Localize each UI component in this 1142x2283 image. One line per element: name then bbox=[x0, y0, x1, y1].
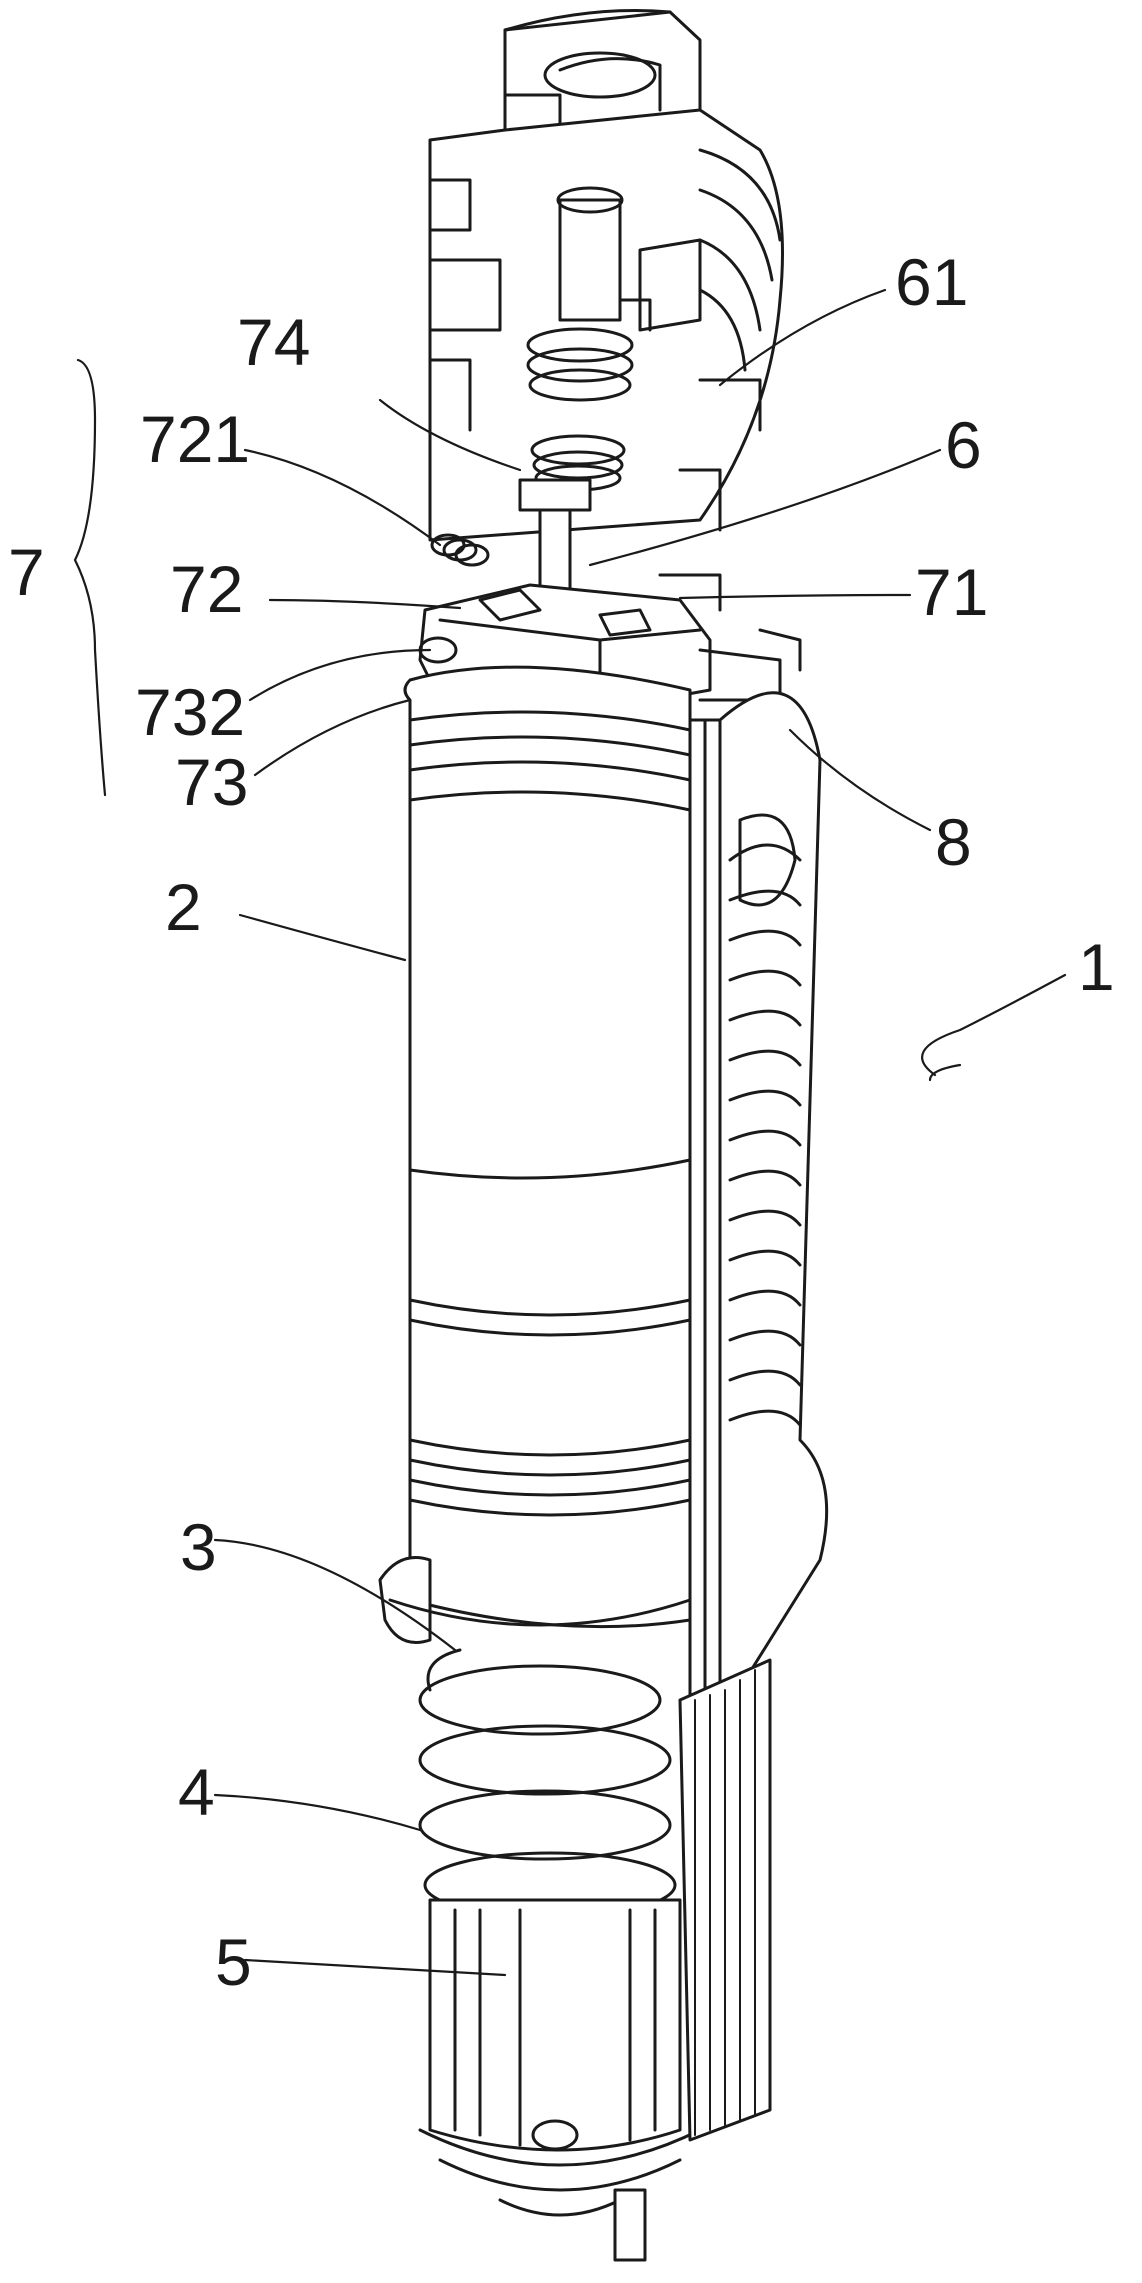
reference-numerals: 61 74 6 721 7 72 71 732 73 8 2 1 3 4 5 bbox=[8, 245, 1115, 1999]
label-71: 71 bbox=[915, 555, 988, 629]
label-3: 3 bbox=[180, 1510, 217, 1584]
label-732: 732 bbox=[135, 675, 245, 749]
label-721: 721 bbox=[140, 402, 250, 476]
label-4: 4 bbox=[178, 1755, 215, 1829]
label-74: 74 bbox=[237, 305, 310, 379]
label-61: 61 bbox=[895, 245, 968, 319]
label-73: 73 bbox=[175, 745, 248, 819]
label-6: 6 bbox=[945, 408, 982, 482]
main-cylinder bbox=[403, 665, 692, 1629]
label-1: 1 bbox=[1078, 930, 1115, 1004]
label-8: 8 bbox=[935, 805, 972, 879]
small-spring-721 bbox=[430, 533, 490, 567]
ribbed-column bbox=[678, 1658, 772, 2142]
label-7: 7 bbox=[8, 535, 45, 609]
leader-lines bbox=[73, 288, 1067, 1977]
bottom-cage bbox=[418, 1898, 702, 2262]
coil-spring bbox=[418, 1648, 677, 1919]
label-2: 2 bbox=[165, 870, 202, 944]
label-5: 5 bbox=[215, 1925, 252, 1999]
label-72: 72 bbox=[170, 552, 243, 626]
corrugated-housing bbox=[718, 691, 829, 1722]
valve-housing bbox=[428, 108, 784, 542]
